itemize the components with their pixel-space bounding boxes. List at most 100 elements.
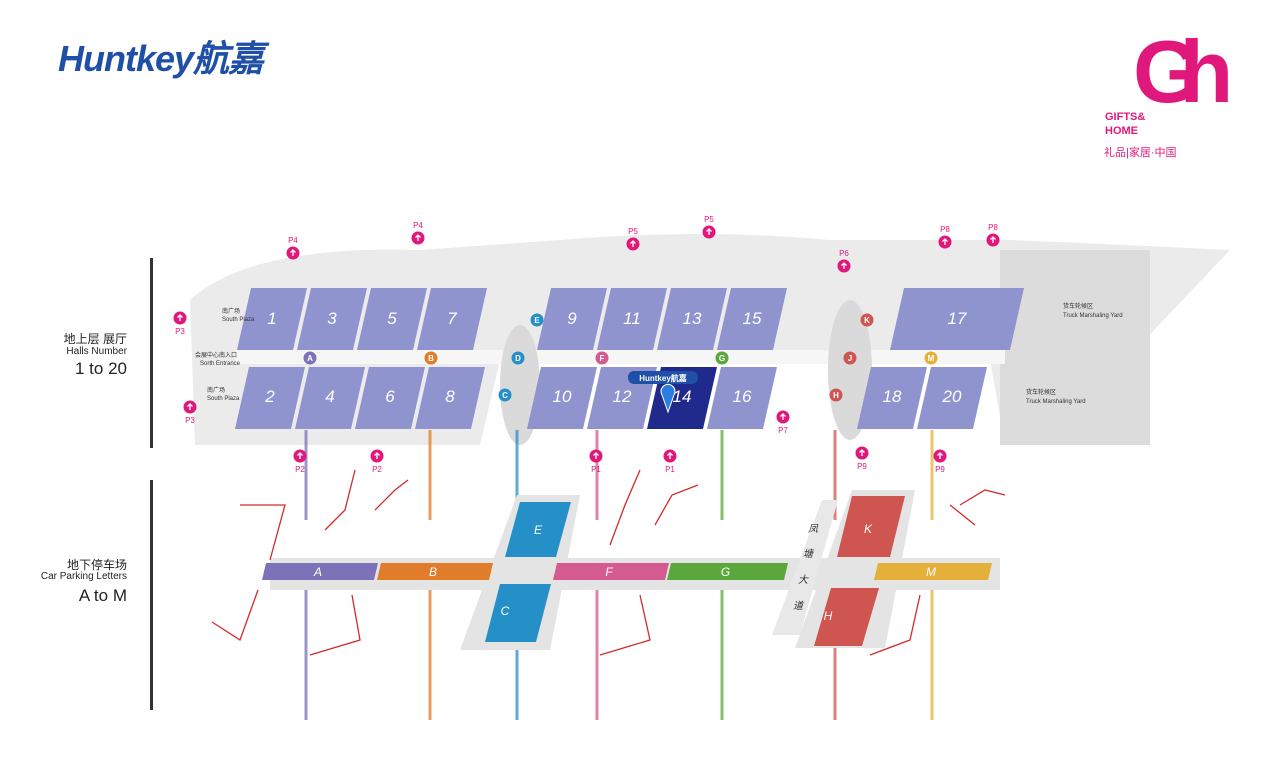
hall-20 bbox=[917, 367, 987, 429]
south-entrance-label-en: Sorth Entrance bbox=[200, 361, 241, 367]
hall-10 bbox=[527, 367, 597, 429]
parking-entrance-label-12: P8 bbox=[988, 223, 998, 232]
section-divider-lower bbox=[150, 480, 153, 710]
parking-entrance-label-0: P1 bbox=[665, 465, 675, 474]
upper-connector-A bbox=[304, 430, 308, 520]
hall-label-18: 18 bbox=[883, 387, 902, 406]
corridor-marker-label-H: H bbox=[833, 391, 839, 400]
upper-connector-H bbox=[833, 430, 837, 520]
arrow-icon-2 bbox=[374, 452, 380, 459]
arrow-icon-15 bbox=[593, 452, 599, 459]
lower-connector-F bbox=[595, 588, 599, 720]
arrow-icon-8 bbox=[706, 228, 712, 235]
lower-title-zh: 地下停车场 bbox=[66, 558, 127, 572]
upper-connector-B bbox=[428, 430, 432, 520]
parking-zone-label-H: H bbox=[824, 609, 833, 623]
hall-17 bbox=[890, 288, 1024, 350]
upper-range: 1 to 20 bbox=[75, 359, 127, 378]
corridor-marker-H bbox=[829, 388, 843, 402]
hall-connector-right bbox=[828, 300, 872, 440]
parking-zone-label-C: C bbox=[501, 604, 510, 618]
parking-entrance-label-4: P3 bbox=[185, 416, 195, 425]
parking-entrance-label-8: P5 bbox=[704, 215, 714, 224]
lower-connector-A bbox=[304, 588, 308, 720]
ramp-9 bbox=[869, 594, 921, 656]
corridor-marker-label-D: D bbox=[515, 354, 521, 363]
hall-label-12: 12 bbox=[613, 387, 632, 406]
lower-connector-G bbox=[720, 588, 724, 720]
arrow-icon-10 bbox=[780, 413, 786, 420]
south-plaza-label-zh-2: 南广场 bbox=[207, 386, 225, 394]
hall-label-7: 7 bbox=[447, 309, 457, 328]
hall-5 bbox=[357, 288, 427, 350]
hall-label-15: 15 bbox=[743, 309, 762, 328]
parking-entrance-label-15: P1 bbox=[591, 465, 601, 474]
ramp-4 bbox=[309, 594, 361, 656]
hall-4 bbox=[295, 367, 365, 429]
hall-15 bbox=[717, 288, 787, 350]
parking-zone-A bbox=[262, 563, 378, 580]
corridor-marker-label-F: F bbox=[600, 354, 605, 363]
hall-label-20: 20 bbox=[942, 387, 962, 406]
south-plaza-label-en: South Plaza bbox=[222, 317, 255, 323]
parking-zone-B bbox=[377, 563, 493, 580]
corridor-marker-J bbox=[843, 351, 857, 365]
hall-label-13: 13 bbox=[683, 309, 702, 328]
corridor-marker-B bbox=[424, 351, 438, 365]
parking-entrance-label-13: P9 bbox=[857, 462, 867, 471]
corridor-marker-label-M: M bbox=[928, 354, 935, 363]
lower-connector-M bbox=[930, 588, 934, 720]
upper-title-en: Halls Number bbox=[66, 346, 127, 357]
corridor-marker-M bbox=[924, 351, 938, 365]
corridor-marker-label-A: A bbox=[307, 354, 313, 363]
arrow-icon-1 bbox=[297, 452, 303, 459]
parking-zone-C bbox=[485, 584, 551, 642]
hall-8 bbox=[415, 367, 485, 429]
hall-13 bbox=[657, 288, 727, 350]
logo-line2: HOME bbox=[1105, 125, 1138, 137]
parking-zone-K bbox=[837, 496, 905, 557]
lower-connector-H bbox=[833, 588, 837, 720]
corridor-marker-A bbox=[303, 351, 317, 365]
corridor-marker-label-E: E bbox=[534, 316, 540, 325]
upper-connector-G bbox=[720, 430, 724, 520]
arrow-icon-3 bbox=[177, 314, 183, 321]
hall-label-6: 6 bbox=[385, 387, 395, 406]
hall-label-5: 5 bbox=[387, 309, 397, 328]
truck-yard-label-en: Truck Marshaling Yard bbox=[1063, 313, 1123, 319]
hall-9 bbox=[537, 288, 607, 350]
south-entrance-label-zh: 会展中心南入口 bbox=[195, 351, 237, 359]
hall-connector-left bbox=[500, 325, 540, 445]
parking-zone-label-G: G bbox=[721, 565, 730, 579]
road-char-2: 大 bbox=[798, 574, 809, 586]
hall-label-17: 17 bbox=[948, 309, 967, 328]
hall-label-3: 3 bbox=[327, 309, 337, 328]
parking-zone-F bbox=[553, 563, 669, 580]
upper-connector-F bbox=[595, 430, 599, 520]
corridor-marker-K bbox=[860, 313, 874, 327]
parking-entrance-label-3: P3 bbox=[175, 327, 185, 336]
corridor-marker-G bbox=[715, 351, 729, 365]
corridor-marker-C bbox=[498, 388, 512, 402]
arrow-icon-0 bbox=[667, 452, 673, 459]
hall-18 bbox=[857, 367, 927, 429]
corridor-marker-label-C: C bbox=[502, 391, 508, 400]
parking-entrance-label-14: P9 bbox=[935, 465, 945, 474]
ramp-0 bbox=[240, 504, 286, 561]
truck-yard-label-en-2: Truck Marshaling Yard bbox=[1026, 399, 1086, 405]
logo-subtitle: 礼品|家居·中国 bbox=[1104, 147, 1177, 159]
hall-16 bbox=[707, 367, 777, 429]
ramp-10 bbox=[949, 504, 976, 526]
upper-title-zh: 地上层 展厅 bbox=[63, 332, 127, 346]
arrow-icon-7 bbox=[630, 240, 636, 247]
road-char-3: 道 bbox=[793, 600, 805, 612]
ramp-3 bbox=[374, 479, 409, 511]
south-plaza-label-zh: 南广场 bbox=[222, 307, 240, 315]
parking-entrance-label-7: P5 bbox=[628, 227, 638, 236]
hall-2 bbox=[235, 367, 305, 429]
hall-label-16: 16 bbox=[733, 387, 752, 406]
parking-zone-label-F: F bbox=[605, 565, 613, 579]
lower-connector-C bbox=[515, 588, 519, 720]
parking-zone-H bbox=[814, 588, 879, 646]
